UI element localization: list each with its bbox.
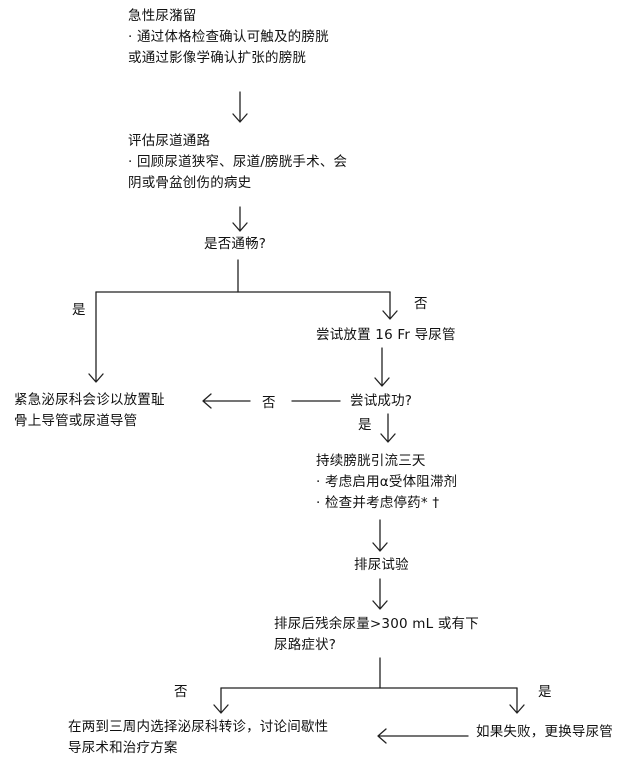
node-urgent-line-1: 紧急泌尿科会诊以放置耻 [14, 392, 165, 408]
arrow-patent-no [382, 291, 398, 320]
node-success-title: 尝试成功? [350, 393, 413, 409]
node-patent-title: 是否通畅? [204, 236, 267, 252]
node-pvr-line-2: 尿路症状? [274, 637, 337, 653]
node-urgent: 紧急泌尿科会诊以放置耻 骨上导管或尿道导管 [14, 390, 165, 432]
arrow-success-no [202, 393, 341, 409]
node-replace: 如果失败，更换导尿管 [476, 722, 613, 743]
node-referral-line-2: 导尿术和治疗方案 [68, 740, 178, 756]
node-replace-title: 如果失败，更换导尿管 [476, 724, 613, 740]
node-success: 尝试成功? [350, 391, 412, 412]
node-referral-line-1: 在两到三周内选择泌尿科转诊，讨论间歇性 [68, 719, 329, 735]
label-success-yes: 是 [358, 417, 372, 433]
node-drain-title: 持续膀胱引流三天 [316, 453, 426, 469]
node-assess-bullet-2: 阴或骨盆创伤的病史 [128, 175, 252, 191]
node-trial: 排尿试验 [354, 555, 409, 576]
node-pvr-line-1: 排尿后残余尿量>300 mL 或有下 [274, 616, 479, 632]
label-pvr-yes: 是 [538, 684, 552, 700]
arrow-pvr-no [213, 687, 229, 714]
arrow-retention-to-assess [232, 91, 248, 123]
arrow-assess-to-patent [232, 206, 248, 232]
node-referral: 在两到三周内选择泌尿科转诊，讨论间歇性 导尿术和治疗方案 [68, 717, 328, 759]
node-retention-title: 急性尿潴留 [128, 8, 197, 24]
node-place: 尝试放置 16 Fr 导尿管 [316, 325, 456, 346]
node-assess-title: 评估尿道通路 [128, 133, 211, 149]
arrow-replace-to-referral [377, 728, 469, 744]
label-success-no: 否 [262, 395, 276, 411]
node-place-title: 尝试放置 16 Fr 导尿管 [316, 327, 456, 343]
node-retention: 急性尿潴留 · 通过体格检查确认可触及的膀胱 或通过影像学确认扩张的膀胱 [128, 6, 329, 69]
arrow-drain-to-trial [372, 519, 388, 552]
node-trial-title: 排尿试验 [354, 557, 409, 573]
arrow-pvr-yes [509, 687, 525, 714]
label-pvr-no: 否 [174, 684, 188, 700]
node-urgent-line-2: 骨上导管或尿道导管 [14, 413, 138, 429]
node-retention-bullet-1: · 通过体格检查确认可触及的膀胱 [128, 29, 329, 45]
node-assess-bullet-1: · 回顾尿道狭窄、尿道/膀胱手术、会 [128, 154, 348, 170]
arrow-success-yes [380, 413, 396, 443]
node-assess: 评估尿道通路 · 回顾尿道狭窄、尿道/膀胱手术、会 阴或骨盆创伤的病史 [128, 131, 347, 194]
arrow-place-to-success [374, 347, 390, 387]
label-patent-yes: 是 [72, 302, 86, 318]
node-patent: 是否通畅? [204, 234, 266, 255]
node-drain-bullet-1: · 考虑启用α受体阻滞剂 [316, 474, 458, 490]
node-drain-bullet-2: · 检查并考虑停药* † [316, 495, 440, 511]
node-drain: 持续膀胱引流三天 · 考虑启用α受体阻滞剂 · 检查并考虑停药* † [316, 451, 457, 514]
arrow-trial-to-pvr [372, 578, 388, 610]
arrow-patent-yes [88, 291, 104, 383]
node-pvr: 排尿后残余尿量>300 mL 或有下 尿路症状? [274, 614, 479, 656]
node-retention-bullet-2: 或通过影像学确认扩张的膀胱 [128, 50, 307, 66]
label-patent-no: 否 [414, 296, 428, 312]
